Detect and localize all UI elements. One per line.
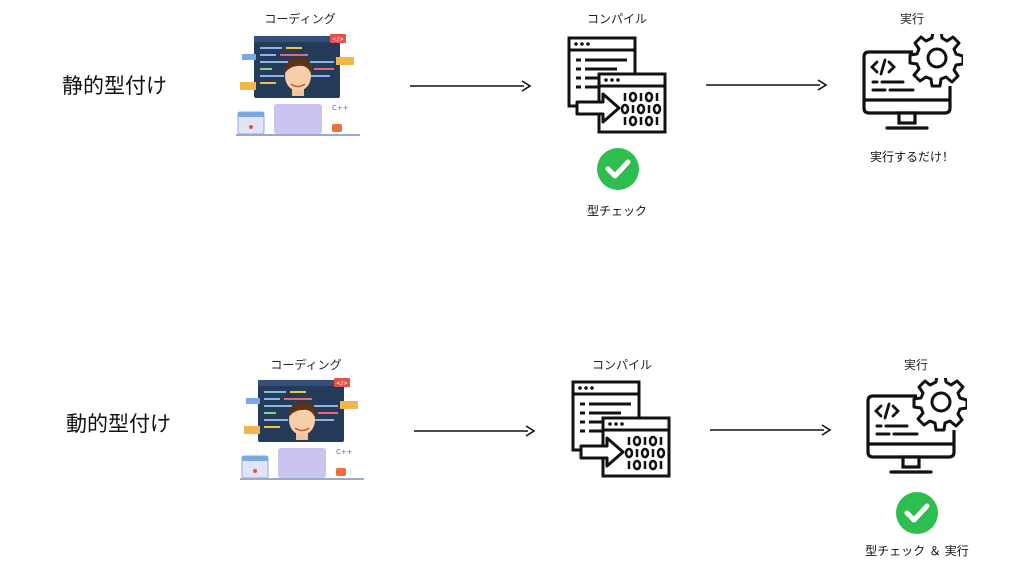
- row-title-static: 静的型付け: [62, 74, 167, 98]
- cpp-label: C++: [336, 448, 353, 456]
- note-execute-only: 実行するだけ！: [869, 150, 954, 164]
- programmer-illustration: </> C++: [240, 376, 366, 482]
- note-type-check-and-execute: 型チェック ＆ 実行: [865, 544, 969, 558]
- compile-icon: [571, 380, 673, 478]
- stage-label-coding: コーディング: [264, 12, 336, 26]
- compile-icon: [567, 36, 669, 134]
- arrow-coding-to-compile: [410, 80, 532, 92]
- stage-label-execute: 実行: [903, 358, 928, 372]
- cpp-label: C++: [332, 104, 349, 112]
- stage-label-coding: コーディング: [270, 358, 342, 372]
- arrow-compile-to-execute: [706, 79, 828, 91]
- execute-monitor-gear-icon: [865, 378, 967, 480]
- execute-monitor-gear-icon: [861, 34, 963, 136]
- note-type-check: 型チェック: [586, 204, 647, 218]
- stage-label-execute: 実行: [899, 12, 924, 26]
- row-title-dynamic: 動的型付け: [66, 412, 171, 436]
- check-icon: [895, 491, 939, 535]
- stage-label-compile: コンパイル: [586, 12, 647, 26]
- tag-label: </>: [332, 36, 344, 43]
- programmer-illustration: </> C++: [236, 32, 362, 138]
- stage-label-compile: コンパイル: [591, 358, 652, 372]
- arrow-compile-to-execute: [710, 424, 832, 436]
- check-icon: [596, 147, 640, 191]
- tag-label: </>: [336, 380, 348, 387]
- arrow-coding-to-compile: [414, 425, 536, 437]
